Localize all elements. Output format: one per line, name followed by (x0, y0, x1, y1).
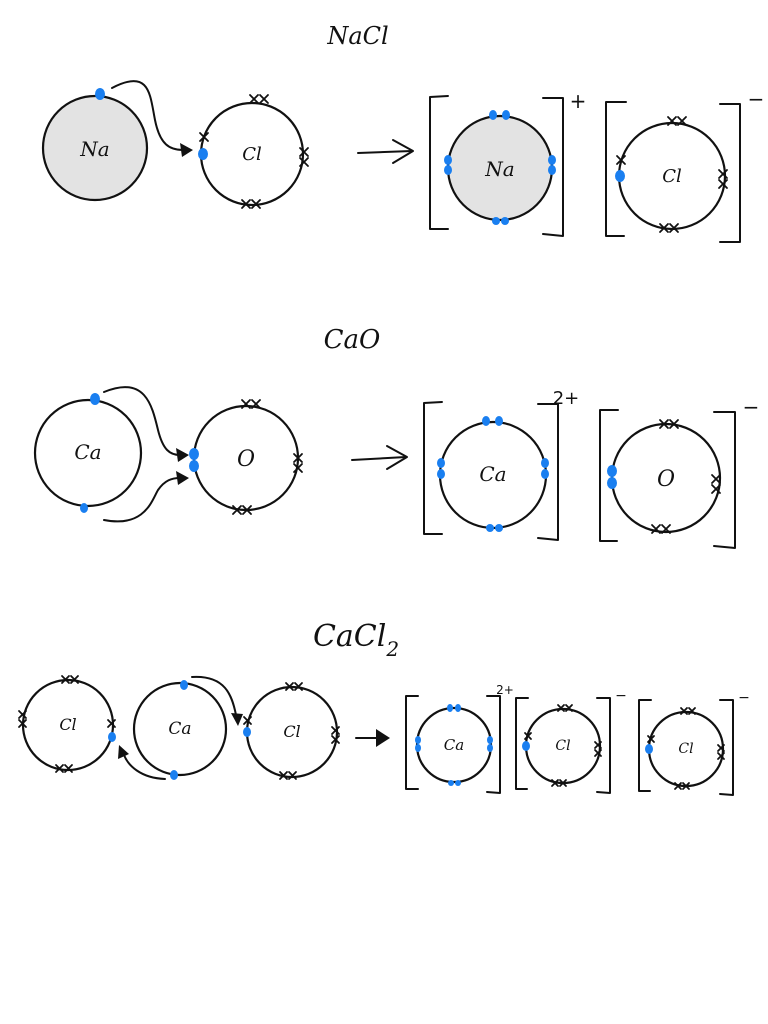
cl-right-label: Cl (283, 722, 300, 741)
na-ion-charge: + (570, 89, 587, 113)
ca-transfer-arrows (103, 386, 189, 523)
na-ion-right-bracket (542, 97, 564, 237)
cl-ion-small-1-received-electron (522, 741, 530, 751)
ca-center-shell (132, 681, 228, 777)
cl-right-received-electron (243, 727, 251, 737)
cl-own-electrons (199, 94, 309, 209)
o-received-electron-2 (189, 460, 199, 472)
cl-ion-small-1-left-bracket (515, 697, 529, 790)
ca-ion: Ca 2+ (423, 388, 580, 541)
ca-ion-charge: 2+ (553, 388, 580, 409)
o-ion: O − (599, 395, 760, 549)
cl-ion-small-1-own-electrons (524, 704, 602, 787)
ca-ion-small-electrons (415, 704, 493, 786)
o-own-electrons (232, 399, 303, 515)
ca-valence-electron-top (90, 393, 100, 405)
cacl2-title-subscript: 2 (385, 637, 399, 661)
cl-ion-small-2: Cl − (638, 690, 750, 796)
nacl-title: NaCl (326, 22, 388, 50)
o-ion-received-electron-2 (607, 477, 617, 489)
na-ion-left-bracket (429, 95, 449, 230)
ca-ion-small-label: Ca (444, 736, 464, 754)
cl-ion-charge: − (748, 87, 765, 111)
ca-ion-small: Ca 2+ (405, 683, 514, 794)
ca-ion-small-charge: 2+ (496, 683, 514, 697)
cl-ion-small-2-own-electrons (647, 707, 725, 790)
cl-right-atom: Cl (243, 682, 340, 780)
cl-label: Cl (242, 144, 262, 165)
cacl2-reaction-arrow (355, 729, 390, 747)
cl-ion-small-2-received-electron (645, 744, 653, 754)
cl-ion-small-1: Cl − (515, 688, 627, 794)
cl-left-atom: Cl (18, 675, 116, 773)
cl-left-label: Cl (59, 715, 76, 734)
o-ion-label: O (657, 467, 675, 492)
o-ion-left-bracket (599, 409, 619, 542)
cl-atom: Cl (198, 94, 309, 209)
cacl2-section: CaCl2 Cl Ca (18, 619, 750, 796)
cl-ion-small-1-label: Cl (555, 738, 570, 754)
ca-center-valence-electron-top (180, 680, 188, 690)
ca-valence-electron-bottom (80, 503, 88, 513)
o-ion-received-electron-1 (607, 465, 617, 477)
cl-right-own-electrons (243, 682, 340, 780)
cl-ion-small-2-left-bracket (638, 699, 652, 792)
na-atom: Na (41, 88, 149, 202)
cl-ion-small-2-charge: − (738, 690, 750, 706)
cl-ion-left-bracket (605, 101, 627, 237)
na-ion-label: Na (484, 157, 514, 181)
cl-ion-label: Cl (662, 166, 682, 187)
ca-ion-label: Ca (479, 462, 506, 486)
cl-received-electron (198, 148, 208, 160)
na-valence-electron (95, 88, 105, 100)
ca-shell (33, 398, 143, 508)
ca-label: Ca (74, 440, 101, 464)
na-label: Na (79, 137, 109, 161)
cl-ion-own-electrons (616, 116, 728, 233)
ca-ion-electrons (437, 416, 549, 532)
o-ion-charge: − (743, 395, 760, 419)
cl-ion-right-bracket (719, 103, 741, 243)
cl-ion: Cl − (605, 87, 765, 243)
ca-ion-small-left-bracket (405, 695, 419, 790)
cao-section: CaO Ca O (33, 325, 760, 549)
ca-ion-left-bracket (423, 401, 443, 535)
o-label: O (237, 447, 255, 472)
na-ion: Na + (429, 89, 587, 237)
ca-center-valence-electron-bottom (170, 770, 178, 780)
cl-ion-small-1-right-bracket (596, 697, 611, 794)
cl-left-own-electrons (18, 675, 116, 773)
nacl-reaction-arrow (357, 139, 414, 164)
cacl2-transfer-arrows (118, 675, 243, 780)
cl-ion-small-1-charge: − (615, 688, 627, 704)
na-ion-electrons (444, 110, 556, 225)
cacl2-title-main: CaCl (313, 619, 386, 654)
cacl2-title: CaCl2 (313, 619, 399, 661)
nacl-section: NaCl Na Cl (41, 22, 765, 243)
cl-ion-received-electron (615, 170, 625, 182)
na-shell (41, 94, 149, 202)
ca-center-atom: Ca (132, 680, 228, 780)
cl-ion-small-2-right-bracket (719, 699, 734, 796)
ca-atom: Ca (33, 393, 143, 513)
cao-reaction-arrow (351, 445, 408, 470)
cao-title: CaO (324, 325, 381, 355)
na-transfer-arrow (111, 80, 193, 157)
o-ion-own-electrons (651, 419, 721, 534)
cl-left-received-electron (108, 732, 116, 742)
o-received-electron-1 (189, 448, 199, 460)
ca-center-label: Ca (168, 719, 191, 739)
o-atom: O (189, 399, 303, 515)
cl-ion-small-2-label: Cl (678, 741, 693, 757)
ca-ion-small-right-bracket (486, 695, 501, 794)
ca-ion-right-bracket (537, 403, 559, 541)
o-ion-right-bracket (713, 411, 736, 549)
